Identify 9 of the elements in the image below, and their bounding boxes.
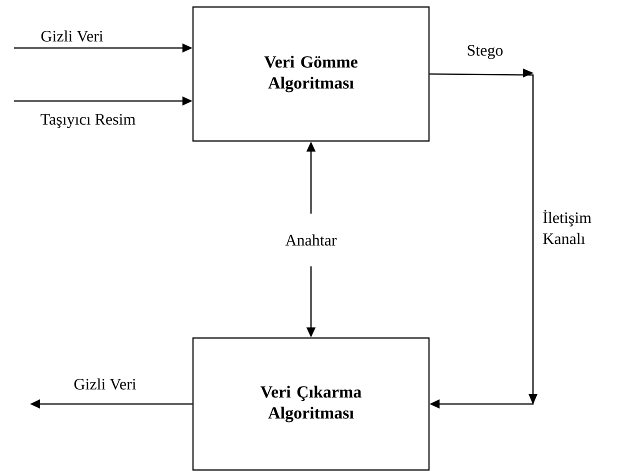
process-box: Veri Gömme Algoritması xyxy=(192,6,430,142)
process-box: Veri Çıkarma Algoritması xyxy=(192,337,430,471)
edge-label: Stego xyxy=(466,44,504,60)
arrow xyxy=(430,68,538,409)
channel-label: İletişim Kanalı xyxy=(543,210,592,244)
key-label: Anahtar xyxy=(285,234,337,246)
edge-label: Gizli Veri xyxy=(72,377,138,391)
edge-label: Gizli Veri xyxy=(40,29,104,43)
edge-label: Taşıyıcı Resim xyxy=(39,112,137,130)
